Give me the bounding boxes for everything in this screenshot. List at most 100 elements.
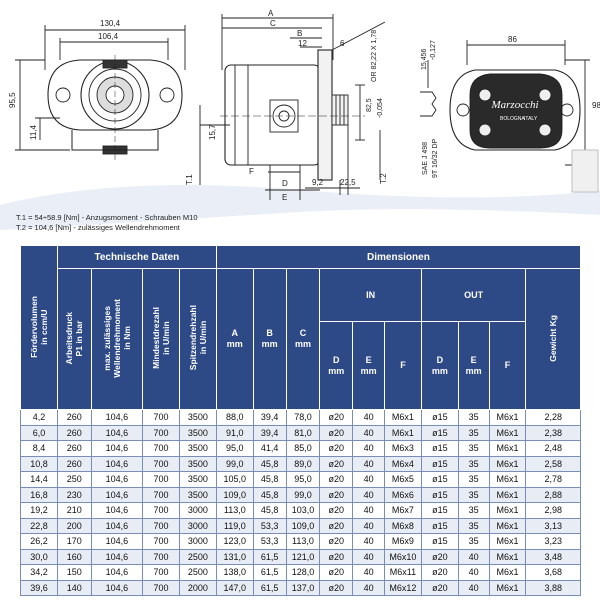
table-cell: ø15 — [420, 424, 459, 441]
table-cell: 4,2 — [20, 409, 58, 426]
table-cell: 40 — [352, 409, 385, 426]
table-cell: ø15 — [420, 455, 459, 472]
table-cell: M6x1 — [488, 533, 527, 550]
table-cell: 8,4 — [20, 440, 58, 457]
table-cell: 40 — [352, 548, 385, 565]
spec-table: Fördervolumen in ccm/U Technische Daten … — [20, 245, 582, 596]
table-cell: 260 — [56, 455, 92, 472]
col-C: C mm — [285, 268, 321, 410]
table-cell: ø20 — [420, 579, 459, 596]
table-cell: 210 — [56, 502, 92, 519]
table-cell: M6x5 — [383, 471, 422, 488]
table-cell: 40 — [457, 548, 490, 565]
table-cell: 2,28 — [525, 409, 581, 426]
table-cell: 138,0 — [215, 564, 254, 581]
table-cell: ø20 — [319, 548, 354, 565]
table-cell: 2000 — [178, 579, 217, 596]
col-E-out: E mm — [457, 321, 490, 410]
table-cell: 35 — [457, 471, 490, 488]
table-cell: 34,2 — [20, 564, 58, 581]
table-cell: 40 — [352, 579, 385, 596]
table-cell: 700 — [142, 440, 180, 457]
table-cell: 700 — [142, 517, 180, 534]
table-cell: ø15 — [420, 440, 459, 457]
table-cell: 700 — [142, 455, 180, 472]
table-cell: 104,6 — [90, 440, 144, 457]
table-cell: 113,0 — [285, 533, 321, 550]
front-view — [15, 25, 186, 160]
table-cell: 3500 — [178, 486, 217, 503]
table-cell: 22,8 — [20, 517, 58, 534]
table-cell: ø20 — [319, 517, 354, 534]
table-cell: 35 — [457, 533, 490, 550]
table-cell: 40 — [352, 517, 385, 534]
technical-drawings: 130,4 106,4 95,5 11,4 A C B 12 6 OR 8 — [0, 9, 600, 230]
table-cell: 170 — [56, 533, 92, 550]
table-cell: ø20 — [420, 548, 459, 565]
table-cell: 2,78 — [525, 471, 581, 488]
table-cell: 2,98 — [525, 502, 581, 519]
table-cell: M6x1 — [488, 579, 527, 596]
dim-B: B — [297, 29, 302, 38]
table-cell: 2,88 — [525, 486, 581, 503]
col-D-in: D mm — [319, 321, 354, 410]
dim-shaft-dia: 15,456 — [421, 48, 428, 70]
brand-logo-text: Marzocchi — [490, 99, 538, 111]
table-cell: 91,0 — [215, 424, 254, 441]
dim-15-7: 15,7 — [208, 124, 217, 140]
table-cell: 113,0 — [215, 502, 254, 519]
table-cell: 41,4 — [252, 440, 287, 457]
table-cell: 35 — [457, 440, 490, 457]
table-cell: 3500 — [178, 471, 217, 488]
dim-E: E — [282, 193, 287, 202]
table-cell: 35 — [457, 502, 490, 519]
col-torque: max. zulässiges Wellendrehmoment in Nm — [90, 268, 144, 410]
dim-12: 12 — [298, 39, 307, 48]
table-cell: 250 — [56, 471, 92, 488]
table-cell: 35 — [457, 455, 490, 472]
table-cell: ø15 — [420, 533, 459, 550]
table-cell: 150 — [56, 564, 92, 581]
table-cell: M6x1 — [488, 455, 527, 472]
table-cell: 45,8 — [252, 486, 287, 503]
dim-86: 86 — [508, 35, 517, 44]
table-cell: M6x11 — [383, 564, 422, 581]
table-cell: 121,0 — [285, 548, 321, 565]
table-cell: 3000 — [178, 517, 217, 534]
table-cell: 700 — [142, 486, 180, 503]
table-cell: 3000 — [178, 533, 217, 550]
table-cell: 104,6 — [90, 455, 144, 472]
table-cell: M6x1 — [488, 486, 527, 503]
table-cell: 200 — [56, 517, 92, 534]
table-cell: 140 — [56, 579, 92, 596]
table-cell: 3,23 — [525, 533, 581, 550]
table-cell: 40 — [457, 579, 490, 596]
table-cell: 45,8 — [252, 455, 287, 472]
dim-9-2: 9,2 — [312, 178, 324, 187]
dim-D: D — [282, 179, 288, 188]
table-cell: ø20 — [319, 564, 354, 581]
col-weight: Gewicht Kg — [525, 268, 581, 410]
dim-shaft-tol: -0,127 — [430, 40, 437, 60]
table-cell: 40 — [352, 455, 385, 472]
table-cell: 53,3 — [252, 533, 287, 550]
table-cell: 3500 — [178, 455, 217, 472]
table-cell: 3,13 — [525, 517, 581, 534]
table-cell: 35 — [457, 409, 490, 426]
table-cell: 30,0 — [20, 548, 58, 565]
spec-table-wrap: Fördervolumen in ccm/U Technische Daten … — [20, 245, 582, 596]
table-cell: 40 — [457, 564, 490, 581]
table-cell: 104,6 — [90, 564, 144, 581]
table-cell: 45,8 — [252, 502, 287, 519]
table-cell: 700 — [142, 424, 180, 441]
label-t1: T.1 — [185, 174, 194, 185]
